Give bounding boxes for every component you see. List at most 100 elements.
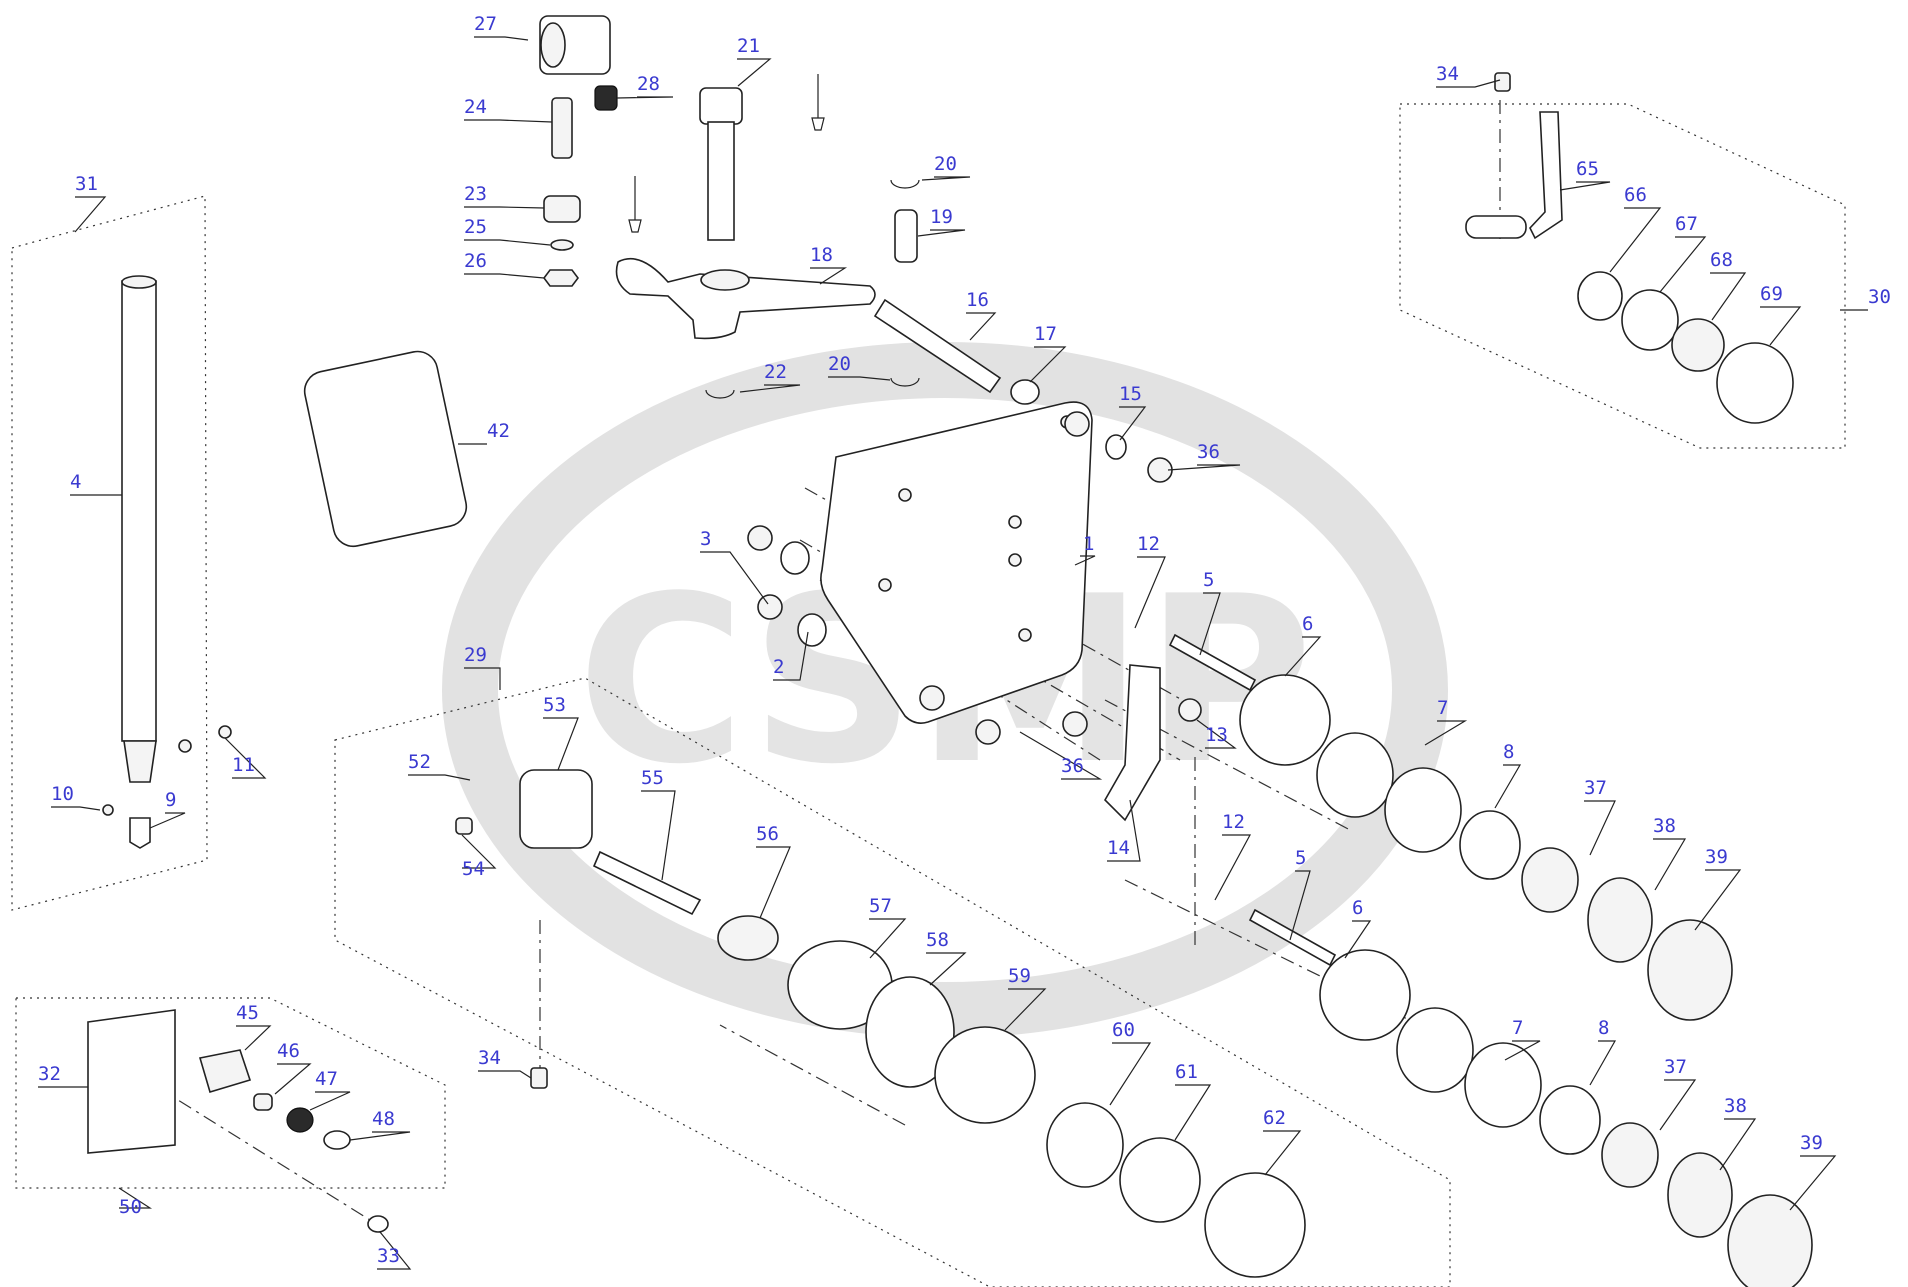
washer-25 bbox=[550, 239, 574, 251]
post-rod bbox=[121, 280, 157, 742]
callout-leader bbox=[1119, 406, 1147, 441]
callout-label-36: 36 bbox=[1197, 441, 1220, 463]
pin-21-shaft bbox=[707, 121, 735, 241]
callout-label-17: 17 bbox=[1034, 323, 1057, 345]
ring-15 bbox=[1105, 434, 1127, 460]
callout-label-32: 32 bbox=[38, 1063, 61, 1085]
callout-leader bbox=[1134, 556, 1166, 629]
callout-label-68: 68 bbox=[1710, 249, 1733, 271]
callout-leader bbox=[926, 952, 967, 986]
callout-label-65: 65 bbox=[1576, 158, 1599, 180]
callout-label-36: 36 bbox=[1061, 755, 1084, 777]
callout-leader bbox=[149, 812, 186, 829]
callout-leader bbox=[1424, 720, 1468, 746]
plate-32 bbox=[87, 1009, 176, 1154]
callout-label-30: 30 bbox=[1868, 286, 1891, 308]
pin-34-upper bbox=[1494, 72, 1511, 92]
assembly-axis bbox=[719, 1024, 906, 1126]
group-50-boundary bbox=[15, 997, 446, 1189]
callout-leader bbox=[869, 918, 907, 959]
callout-label-54: 54 bbox=[462, 858, 485, 880]
callout-label-3: 3 bbox=[700, 528, 711, 550]
pin-19 bbox=[894, 209, 918, 263]
callout-label-4: 4 bbox=[70, 471, 81, 493]
post-top bbox=[121, 275, 157, 289]
callout-leader bbox=[1653, 838, 1687, 891]
nut-3 bbox=[747, 525, 773, 551]
callout-leader bbox=[1167, 464, 1241, 471]
callouts: 1234556677889101112121314151617181920202… bbox=[38, 13, 1891, 1270]
callout-leader bbox=[1344, 920, 1372, 959]
callout-label-50: 50 bbox=[119, 1196, 142, 1218]
callout-leader bbox=[1710, 272, 1747, 321]
callout-leader bbox=[464, 206, 545, 209]
washer-8-lower bbox=[1539, 1085, 1601, 1155]
callout-label-39: 39 bbox=[1800, 1132, 1823, 1154]
nut-26 bbox=[543, 269, 579, 287]
screw-11 bbox=[218, 725, 232, 739]
callout-leader bbox=[224, 737, 267, 779]
callout-label-26: 26 bbox=[464, 250, 487, 272]
lever-arm-18 bbox=[615, 257, 876, 340]
bracket-14 bbox=[1104, 664, 1161, 822]
callout-leader bbox=[921, 176, 971, 181]
callout-leader bbox=[917, 229, 966, 237]
callout-label-10: 10 bbox=[51, 783, 74, 805]
callout-leader bbox=[377, 1231, 412, 1270]
callout-leader bbox=[828, 376, 891, 381]
callout-leader bbox=[1719, 1118, 1757, 1171]
callout-label-15: 15 bbox=[1119, 383, 1142, 405]
hub-53 bbox=[519, 769, 593, 849]
spring-56 bbox=[717, 915, 779, 961]
pin-34-lower bbox=[530, 1067, 548, 1089]
plate-hole bbox=[878, 578, 892, 592]
screw-11 bbox=[178, 739, 192, 753]
disc-7a-upper bbox=[1316, 732, 1394, 818]
washer-8-upper bbox=[1459, 810, 1521, 880]
screw-54 bbox=[455, 817, 473, 835]
callout-leader bbox=[478, 1070, 532, 1079]
callout-leader bbox=[474, 36, 529, 41]
callout-leader bbox=[1284, 636, 1322, 677]
callout-label-2: 2 bbox=[773, 656, 784, 678]
cap-28 bbox=[594, 85, 618, 111]
callout-label-25: 25 bbox=[464, 216, 487, 238]
callout-label-61: 61 bbox=[1175, 1061, 1198, 1083]
callout-leader bbox=[1289, 870, 1311, 941]
callout-label-14: 14 bbox=[1107, 837, 1130, 859]
roller-62 bbox=[1204, 1172, 1306, 1278]
callout-label-7: 7 bbox=[1512, 1017, 1523, 1039]
disc-6-upper bbox=[1239, 674, 1331, 766]
callout-leader bbox=[309, 1091, 351, 1111]
disc-7b-lower bbox=[1464, 1042, 1542, 1128]
brush-icon bbox=[628, 176, 642, 233]
cup-37-upper bbox=[1521, 847, 1579, 913]
callout-leader bbox=[408, 774, 471, 781]
callout-label-59: 59 bbox=[1008, 965, 1031, 987]
callout-leader bbox=[810, 267, 848, 285]
callout-leader bbox=[1107, 799, 1141, 862]
plate-60 bbox=[1046, 1102, 1124, 1188]
callout-leader bbox=[1504, 1040, 1541, 1061]
callout-label-34: 34 bbox=[1436, 63, 1459, 85]
e-clip bbox=[890, 179, 920, 189]
callout-leader bbox=[1109, 1042, 1152, 1106]
callout-label-33: 33 bbox=[377, 1245, 400, 1267]
spring-68 bbox=[1671, 318, 1725, 372]
label-plate bbox=[303, 350, 468, 548]
callout-leader bbox=[1760, 306, 1802, 346]
callout-label-11: 11 bbox=[232, 754, 255, 776]
washer-2 bbox=[797, 613, 827, 647]
plate-hole bbox=[1018, 628, 1032, 642]
callout-leader bbox=[274, 1063, 312, 1095]
callout-leader bbox=[773, 631, 809, 681]
callout-label-16: 16 bbox=[966, 289, 989, 311]
callout-label-58: 58 bbox=[926, 929, 949, 951]
callout-label-37: 37 bbox=[1584, 777, 1607, 799]
parts-drawings bbox=[87, 15, 1813, 1287]
callout-leader bbox=[1074, 555, 1096, 566]
callout-leader bbox=[616, 96, 674, 99]
callout-label-9: 9 bbox=[165, 789, 176, 811]
callout-leader bbox=[236, 1025, 272, 1051]
